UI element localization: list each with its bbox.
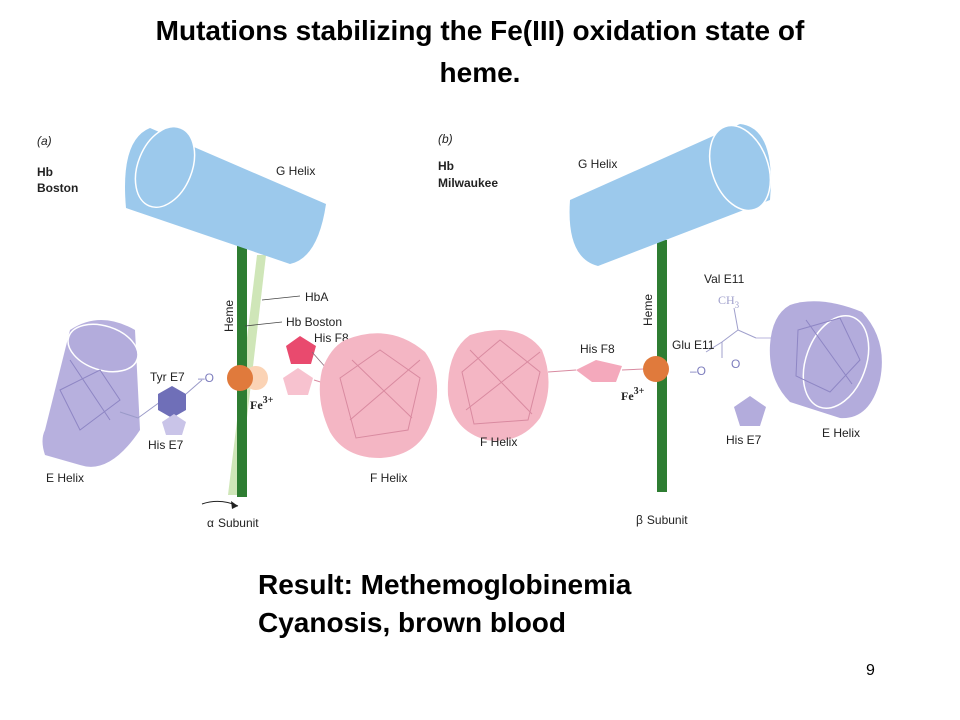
panel-b-f-helix-label: F Helix [480,435,517,449]
panel-b-his-f8-fe-bond [621,368,645,371]
panel-b-his-f8-pentagon [576,360,622,382]
panel-a-e-helix-cylinder [42,320,140,467]
panel-b-his-f8-bond [547,369,577,373]
panel-a-subunit-symbol: α [207,516,214,530]
panel-a-his-e7-pentagon [162,414,186,435]
panel-a-name-line1: Hb [37,165,53,179]
panel-b-name-line1: Hb [438,159,454,173]
panel-b-e-helix-label: E Helix [822,426,860,440]
panel-a-f-helix-label: F Helix [370,471,407,485]
panel-b-g-helix-cylinder [569,124,772,266]
result-line-1: Result: Methemoglobinemia [258,569,632,600]
panel-b-subunit-word: Subunit [647,513,688,527]
panel-b-letter: (b) [438,132,453,146]
panel-a-subunit-word: Subunit [218,516,259,530]
panel-b-ch3-subscript: 3 [735,300,740,310]
panel-a-name-line2: Boston [37,181,78,195]
panel-a-g-helix-cylinder [125,126,326,264]
panel-b-subunit-label: β Subunit [636,513,688,527]
panel-a-hb-boston-pointer [244,321,283,327]
title-line-2: heme. [439,57,521,88]
result-line-2: Cyanosis, brown blood [258,607,567,638]
slide-title: Mutations stabilizing the Fe(III) oxidat… [0,10,960,94]
page-number: 9 [866,662,875,679]
panel-a-hba-label: HbA [305,290,328,304]
panel-a-his-f8-hba-pentagon [283,368,313,395]
panel-b-ch3-label: CH3 [718,293,740,310]
panel-b-o-minus-label: –O [690,364,706,378]
panel-a-e-helix-connector [119,401,161,419]
panel-a-fe-symbol: Fe [250,398,263,412]
panel-a-his-e7-label: His E7 [148,438,184,452]
panel-b-ch3-symbol: CH [718,293,735,307]
panel-b-glu-e11-label: Glu E11 [672,338,715,352]
panel-a-f-helix-blob [319,333,438,458]
panel-b-e-helix-cylinder [769,301,882,419]
panel-b-f-helix-blob [447,330,549,441]
panel-b-g-helix-label: G Helix [578,157,617,171]
panel-b-fe-label: Fe3+ [621,386,645,403]
panel-b-his-e7-pentagon [734,396,766,426]
panel-a-letter: (a) [37,134,52,148]
panel-a-e-helix-label: E Helix [46,471,84,485]
panel-a-fe-atom [227,365,253,391]
panel-a-hb-boston-label: Hb Boston [286,315,342,329]
panel-b-name-line2: Milwaukee [438,176,498,190]
panel-a-g-helix-label: G Helix [276,164,315,178]
panel-b: (b) Hb Milwaukee G Helix F Helix His F8 … [438,124,882,527]
title-line-1: Mutations stabilizing the Fe(III) oxidat… [155,15,805,46]
panel-a-his-f8-label: His F8 [314,331,349,345]
panel-a-heme-label: Heme [222,300,236,332]
panel-b-fe-charge: 3+ [634,386,645,397]
panel-a-hba-pointer [261,295,301,301]
panel-b-glu-e11-bonds [705,307,757,358]
panel-a-subunit-arrowhead [231,501,238,509]
panel-a-his-f8-boston-pentagon [286,336,316,364]
panel-a-fe-charge: 3+ [263,395,274,406]
panel-a-o-label: –O [198,371,214,385]
panel-b-fe-symbol: Fe [621,389,634,403]
hemoglobin-mutation-diagram: (a) Hb Boston G Helix E Helix Tyr E7 –O … [37,124,882,530]
panel-a-tyr-e7-bond [185,379,203,395]
panel-a: (a) Hb Boston G Helix E Helix Tyr E7 –O … [37,126,438,530]
result-text: Result: Methemoglobinemia Cyanosis, brow… [258,566,631,642]
panel-b-subunit-symbol: β [636,513,643,527]
panel-a-subunit-label: α Subunit [207,516,259,530]
panel-b-fe-atom [643,356,669,382]
panel-b-his-f8-label: His F8 [580,342,615,356]
panel-a-tyr-e7-hexagon [158,386,186,418]
panel-b-val-e11-label: Val E11 [704,272,745,286]
panel-b-heme-label: Heme [641,294,655,326]
panel-a-tyr-e7-label: Tyr E7 [150,370,185,384]
panel-b-his-e7-label: His E7 [726,433,762,447]
panel-a-fe-label: Fe3+ [250,395,274,412]
panel-b-o-label: O [731,357,740,371]
